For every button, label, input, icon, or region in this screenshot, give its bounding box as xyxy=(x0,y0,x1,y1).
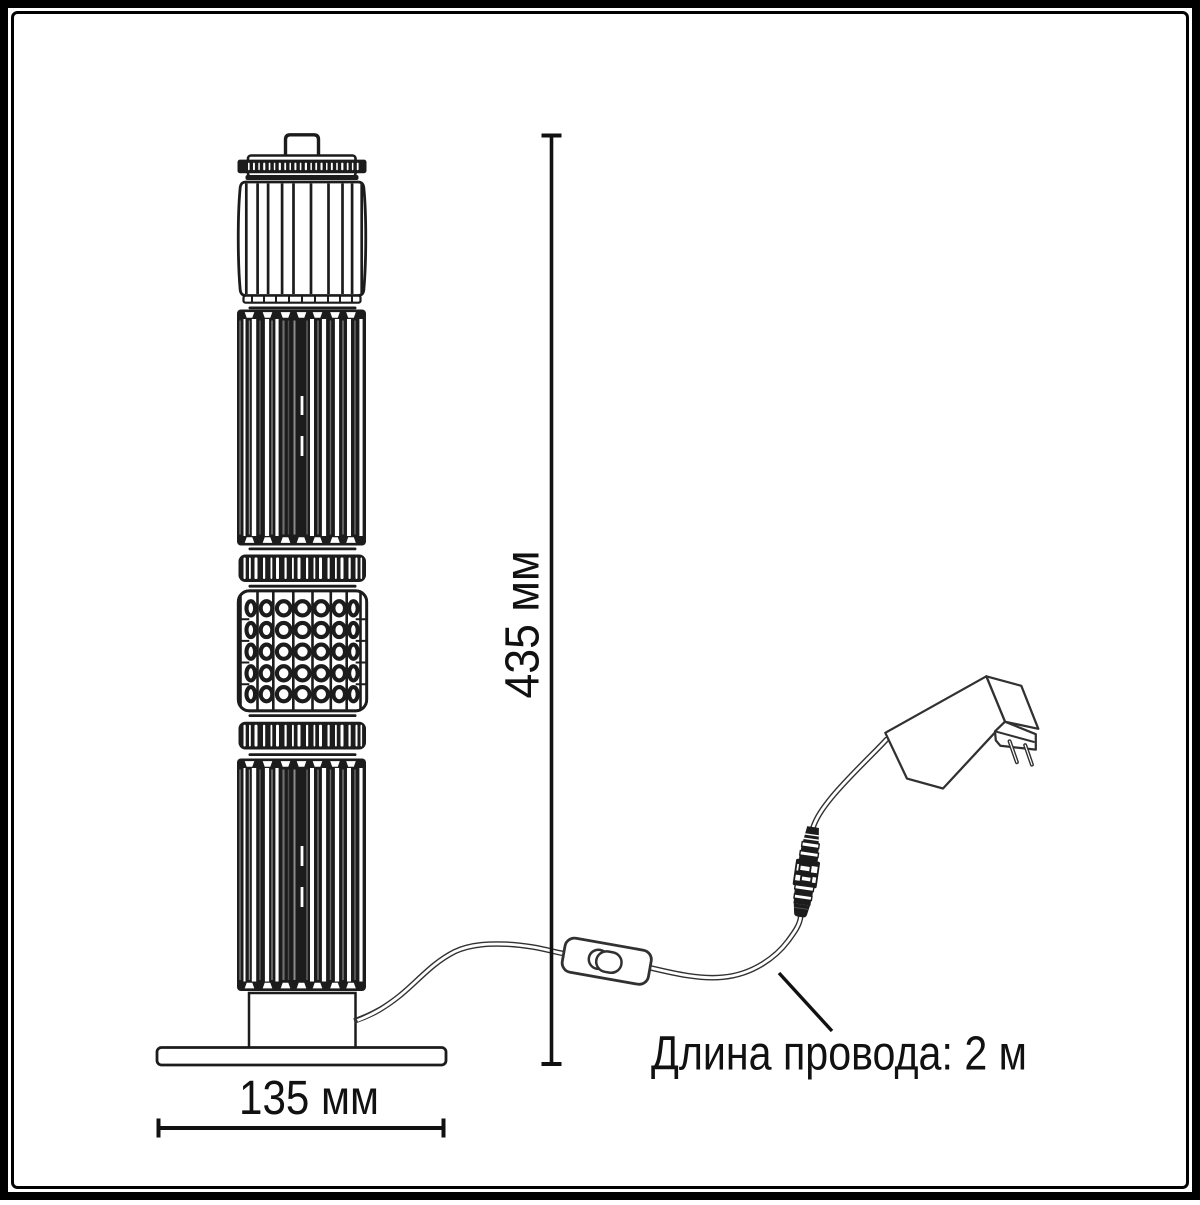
svg-text:135 мм: 135 мм xyxy=(239,1072,379,1125)
svg-text:Длина провода: 2 м: Длина провода: 2 м xyxy=(651,1028,1027,1081)
svg-text:435 мм: 435 мм xyxy=(497,551,550,699)
